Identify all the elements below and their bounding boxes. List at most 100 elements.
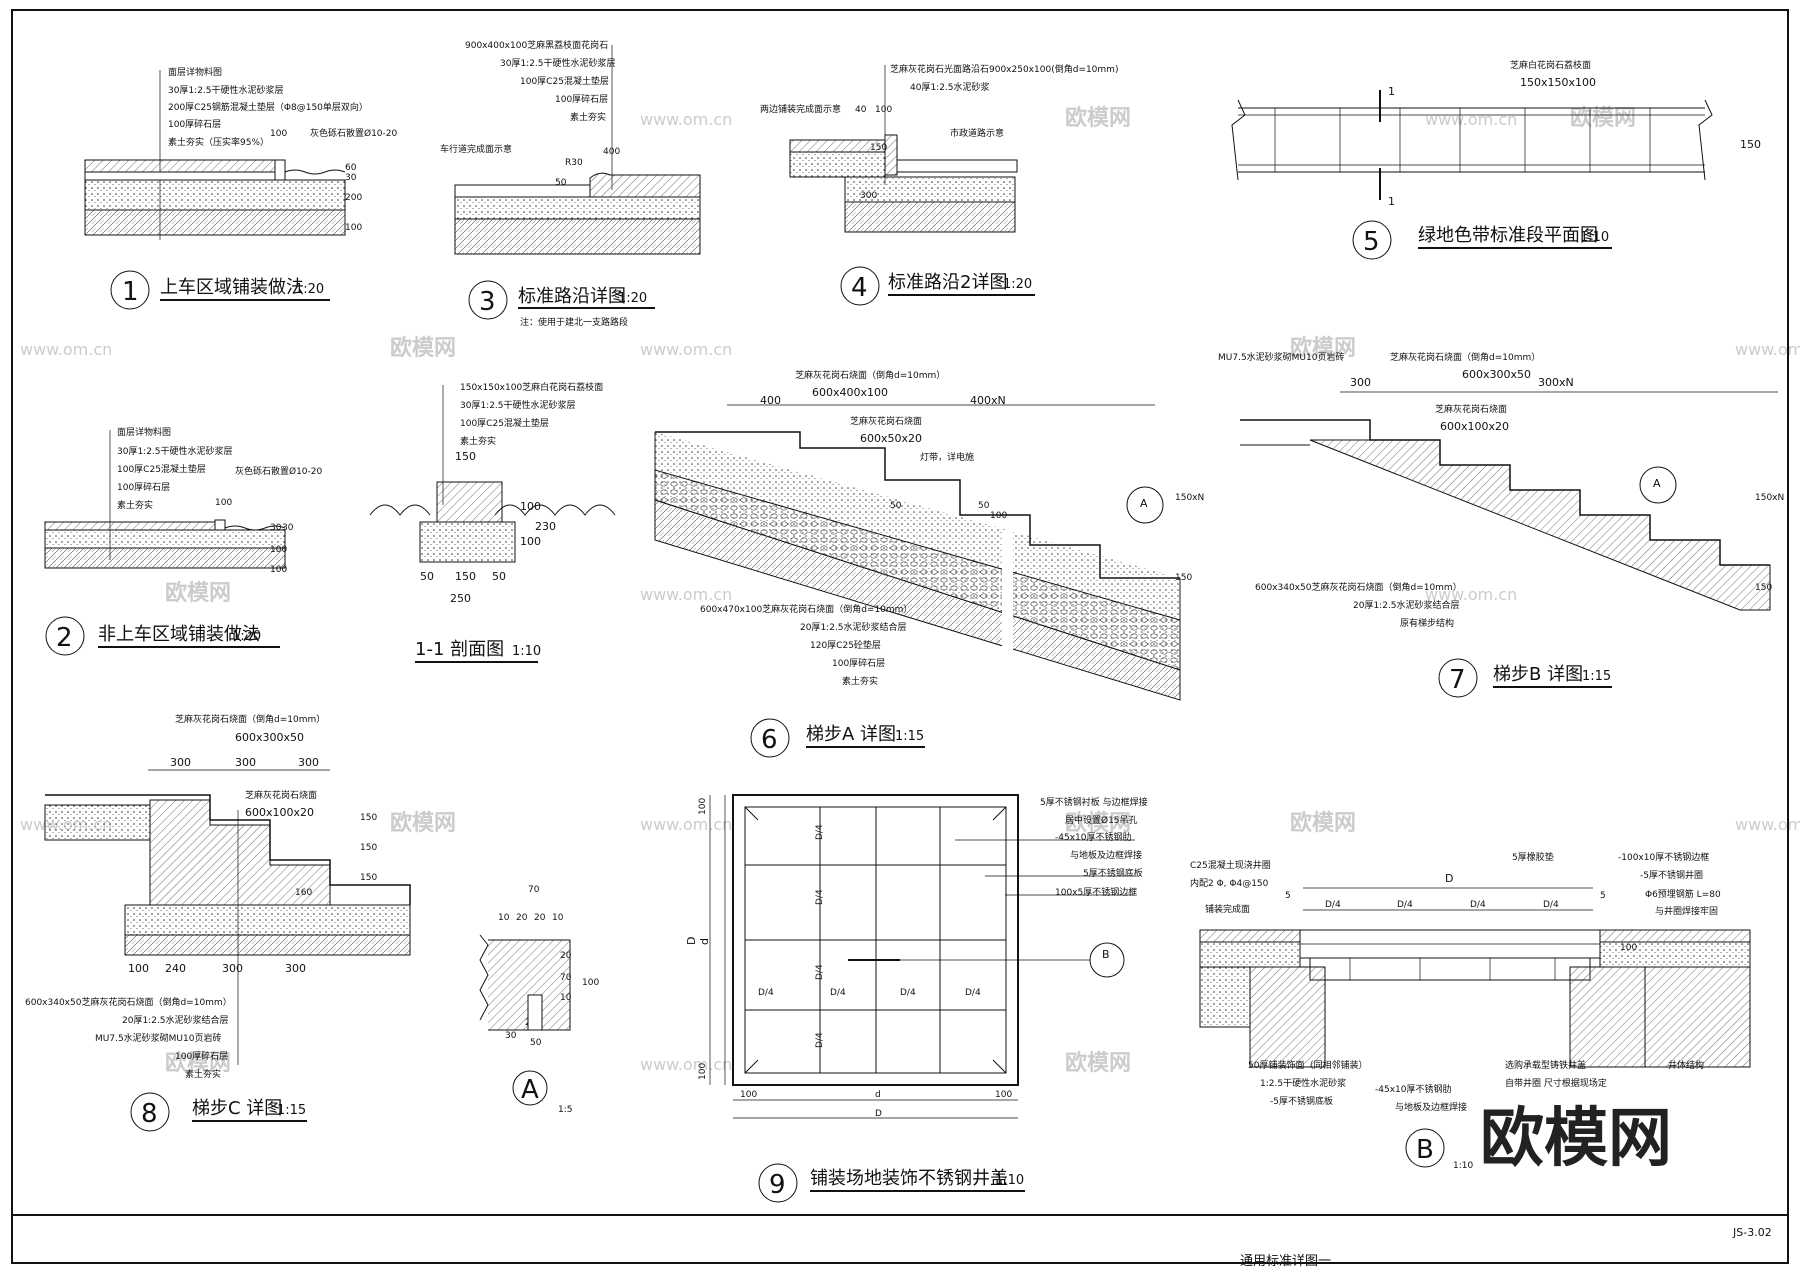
svg-text:市政道路示意: 市政道路示意 [950,127,1004,139]
svg-text:素土夯实（压实率95%）: 素土夯实（压实率95%） [168,136,269,148]
svg-text:100厚碎石层: 100厚碎石层 [832,657,885,669]
svg-text:D/4: D/4 [815,1032,825,1048]
svg-text:150xN: 150xN [1175,493,1204,503]
svg-text:1: 1 [1388,85,1395,98]
svg-text:30: 30 [345,173,357,183]
svg-text:6: 6 [761,725,778,755]
svg-text:100: 100 [215,498,232,508]
svg-text:MU7.5水泥砂浆砌MU10页岩砖: MU7.5水泥砂浆砌MU10页岩砖 [95,1032,221,1044]
watermark-group: 欧模网 欧模网 欧模网 欧模网 欧模网 欧模网 欧模网 欧模网 欧模网 欧模网 … [20,105,1800,1076]
svg-text:100: 100 [582,978,599,988]
sheet-code: JS-3.02 [1732,1226,1772,1239]
svg-text:素土夯实: 素土夯实 [570,111,606,123]
svg-text:250: 250 [450,592,471,605]
watermark-url: www.om.cn [1425,110,1517,129]
detail-6: 芝麻灰花岗石烧面（倒角d=10mm） 600x400x100 400 400xN… [654,369,1204,758]
svg-text:标准路沿2详图: 标准路沿2详图 [888,272,1007,293]
svg-text:铺装场地装饰不锈钢井盖: 铺装场地装饰不锈钢井盖 [810,1168,1008,1189]
svg-text:灯带，详电施: 灯带，详电施 [920,451,974,463]
svg-text:100: 100 [990,511,1007,521]
detail-b: C25混凝土现浇井圈 内配2 Φ, Φ4@150 铺装完成面 5厚橡胶垫 -10… [1190,851,1751,1171]
svg-text:灰色砾石散置Ø10-20: 灰色砾石散置Ø10-20 [235,465,323,477]
svg-text:D/4: D/4 [1397,900,1413,910]
detail-9: D d 100 100 D/4 D/4 D/4 D/4 D/4 D/4 D/4 … [685,794,1148,1203]
detail-1: 面层详物料图 30厚1:2.5干硬性水泥砂浆层 200厚C25钢筋混凝土垫层（Φ… [84,66,398,310]
svg-text:芝麻灰花岗石烧面（倒角d=10mm）: 芝麻灰花岗石烧面（倒角d=10mm） [175,713,325,725]
svg-text:5: 5 [1600,891,1606,901]
svg-text:20厚1:2.5水泥砂浆结合层: 20厚1:2.5水泥砂浆结合层 [122,1014,229,1026]
svg-text:-5厚不锈钢底板: -5厚不锈钢底板 [1270,1095,1333,1107]
svg-text:1: 1 [122,277,139,307]
svg-text:100: 100 [740,1090,757,1100]
svg-text:1:5: 1:5 [558,1105,572,1115]
svg-text:1: 1 [1388,195,1395,208]
svg-text:标准路沿详图: 标准路沿详图 [518,286,626,307]
watermark-url: www.om.cn [1735,340,1800,359]
svg-text:D/4: D/4 [965,988,981,998]
svg-text:D: D [875,1109,882,1119]
svg-text:8: 8 [141,1099,158,1129]
svg-text:600x300x50: 600x300x50 [235,731,304,744]
svg-text:D: D [1445,872,1453,885]
watermark-url: www.om.cn [640,1055,732,1074]
svg-text:1:10: 1:10 [995,1173,1024,1188]
svg-text:C25混凝土现浇井圈: C25混凝土现浇井圈 [1190,859,1271,871]
svg-text:B: B [1102,948,1110,961]
svg-text:D: D [685,937,698,945]
svg-text:100x5厚不锈钢边框: 100x5厚不锈钢边框 [1055,886,1137,898]
svg-text:600x100x20: 600x100x20 [1440,420,1509,433]
watermark-brand: 欧模网 [1290,335,1356,361]
svg-text:芝麻白花岗石荔枝面: 芝麻白花岗石荔枝面 [1510,59,1591,71]
svg-text:60: 60 [345,163,357,173]
detail-7: MU7.5水泥砂浆砌MU10页岩砖 芝麻灰花岗石烧面（倒角d=10mm） 600… [1218,351,1784,698]
svg-text:1:15: 1:15 [1582,669,1611,684]
svg-text:30厚1:2.5干硬性水泥砂浆层: 30厚1:2.5干硬性水泥砂浆层 [168,84,284,96]
svg-text:素土夯实: 素土夯实 [460,435,496,447]
svg-text:D/4: D/4 [815,964,825,980]
svg-text:300: 300 [235,756,256,769]
watermark-brand: 欧模网 [1065,105,1131,131]
detail-3: 900x400x100芝麻黑荔枝面花岗石 30厚1:2.5干硬性水泥砂浆层 10… [440,39,701,328]
svg-text:上车区域铺装做法: 上车区域铺装做法 [160,277,304,298]
detail-5: 芝麻白花岗石荔枝面 150x150x100 1 1 150 5 绿地色带标准段平… [1231,59,1761,260]
svg-text:900x400x100芝麻黑荔枝面花岗石: 900x400x100芝麻黑荔枝面花岗石 [465,39,608,51]
watermark-url: www.om.cn [640,815,732,834]
svg-text:600x400x100: 600x400x100 [812,386,888,399]
watermark-brand: 欧模网 [1290,810,1356,836]
svg-text:150: 150 [1175,573,1192,583]
svg-text:D/4: D/4 [815,889,825,905]
svg-text:40: 40 [855,105,867,115]
svg-text:面层详物料图: 面层详物料图 [117,426,171,438]
svg-text:D/4: D/4 [1325,900,1341,910]
svg-text:300xN: 300xN [1538,376,1574,389]
svg-text:芝麻灰花岗石光面路沿石900x250x100(倒角d=10m: 芝麻灰花岗石光面路沿石900x250x100(倒角d=10mm) [890,63,1118,75]
svg-text:100: 100 [698,1063,708,1080]
watermark-brand: 欧模网 [390,810,456,836]
svg-text:注：使用于建北一支路路段: 注：使用于建北一支路路段 [520,316,628,328]
svg-text:300: 300 [170,756,191,769]
svg-text:与井圈焊接牢固: 与井圈焊接牢固 [1655,905,1718,917]
svg-text:两边铺装完成面示意: 两边铺装完成面示意 [760,103,841,115]
svg-text:面层详物料图: 面层详物料图 [168,66,222,78]
svg-text:D/4: D/4 [1543,900,1559,910]
svg-text:5厚不锈钢衬板 与边框焊接: 5厚不锈钢衬板 与边框焊接 [1040,796,1148,808]
svg-text:300: 300 [298,756,319,769]
svg-text:梯步A 详图: 梯步A 详图 [806,724,896,745]
svg-text:100: 100 [520,535,541,548]
svg-text:D/4: D/4 [1470,900,1486,910]
svg-text:芝麻灰花岗石烧面: 芝麻灰花岗石烧面 [1435,403,1507,415]
svg-text:1:10: 1:10 [512,644,541,659]
svg-text:1:15: 1:15 [277,1103,306,1118]
watermark-url: www.om.cn [20,340,112,359]
svg-text:100: 100 [128,962,149,975]
svg-text:芝麻灰花岗石烧面（倒角d=10mm）: 芝麻灰花岗石烧面（倒角d=10mm） [1390,351,1540,363]
svg-text:居中设置Ø15吊孔: 居中设置Ø15吊孔 [1065,814,1138,826]
svg-text:1:10: 1:10 [1453,1161,1473,1171]
svg-text:150x150x100: 150x150x100 [1520,76,1596,89]
svg-text:30厚1:2.5干硬性水泥砂浆层: 30厚1:2.5干硬性水泥砂浆层 [117,445,233,457]
svg-text:30厚1:2.5干硬性水泥砂浆层: 30厚1:2.5干硬性水泥砂浆层 [500,57,616,69]
svg-text:2: 2 [56,623,73,653]
svg-text:A: A [1140,497,1148,510]
svg-text:芝麻灰花岗石烧面（倒角d=10mm）: 芝麻灰花岗石烧面（倒角d=10mm） [795,369,945,381]
svg-text:50: 50 [420,570,434,583]
